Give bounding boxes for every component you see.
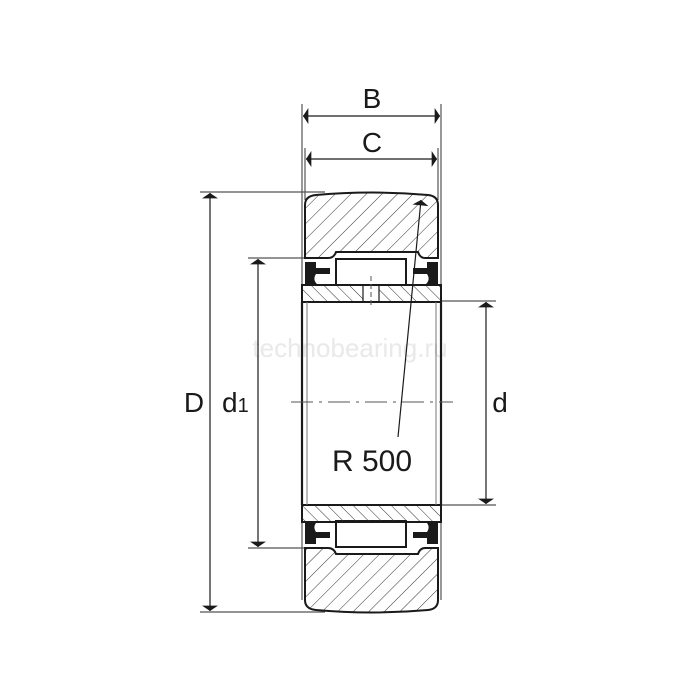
- label-d-outer: D: [184, 387, 204, 418]
- dimension-d-bore: d: [478, 302, 508, 504]
- seals-bottom: [305, 521, 438, 544]
- label-d1: d1: [222, 387, 249, 418]
- label-c: C: [362, 127, 382, 158]
- dimension-b: B: [303, 83, 440, 124]
- inner-ring-bore: [300, 302, 443, 505]
- label-radius: R 500: [332, 445, 412, 478]
- roller-bottom: [335, 520, 407, 548]
- dimension-d-outer: D: [184, 192, 218, 612]
- watermark-text: technobearing.ru: [252, 333, 447, 363]
- inner-ring-bottom: [301, 504, 442, 523]
- outer-ring-bottom: [304, 547, 439, 614]
- label-b: B: [363, 83, 382, 114]
- seals-top: [305, 262, 438, 285]
- inner-ring-top: [301, 276, 442, 308]
- label-d-bore: d: [492, 387, 508, 418]
- dimension-c: C: [306, 127, 437, 167]
- outer-ring-top: [304, 191, 439, 259]
- dimension-d1: d1: [222, 259, 266, 548]
- roller-top: [335, 258, 407, 286]
- radius-leader: R 500: [332, 199, 429, 478]
